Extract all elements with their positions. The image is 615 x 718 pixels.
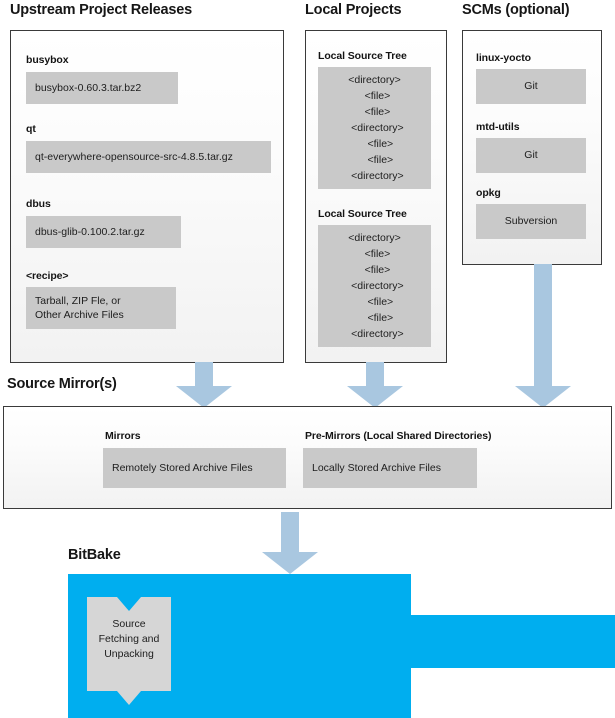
source-mirrors-value-pre-mirrors: Locally Stored Archive Files	[303, 448, 477, 488]
scms-group-label-mtd-utils: mtd-utils	[476, 121, 520, 133]
upstream-group-label-qt: qt	[26, 123, 36, 135]
local-source-tree-label-1: Local Source Tree	[318, 50, 407, 62]
source-mirrors-group-label-pre-mirrors: Pre-Mirrors (Local Shared Directories)	[305, 430, 492, 442]
tree-line: <file>	[355, 137, 394, 150]
upstream-value-busybox: busybox-0.60.3.tar.bz2	[26, 72, 178, 104]
tree-line: <file>	[355, 295, 394, 308]
tree-line: <directory>	[345, 327, 404, 340]
upstream-value-qt: qt-everywhere-opensource-src-4.8.5.tar.g…	[26, 141, 271, 173]
source-fetching-unpacking-box	[87, 597, 171, 705]
scms-value-mtd-utils: Git	[476, 138, 586, 173]
local-source-tree-box-2: <directory> <file> <file> <directory> <f…	[318, 225, 431, 347]
arrow-mirror-to-bitbake	[262, 512, 318, 574]
upstream-group-label-recipe: <recipe>	[26, 270, 69, 282]
tree-line: <file>	[358, 247, 391, 260]
tree-line: <directory>	[345, 169, 404, 182]
scms-section-title: SCMs (optional)	[462, 2, 570, 18]
arrow-local-projects-to-mirror	[347, 362, 403, 408]
upstream-value-dbus: dbus-glib-0.100.2.tar.gz	[26, 216, 181, 248]
upstream-value-recipe: Tarball, ZIP Fle, or Other Archive Files	[26, 287, 176, 329]
tree-line: <file>	[358, 263, 391, 276]
local-source-tree-box-1: <directory> <file> <file> <directory> <f…	[318, 67, 431, 189]
tree-line: <directory>	[345, 121, 404, 134]
tree-line: <directory>	[348, 232, 401, 244]
source-mirrors-section-title: Source Mirror(s)	[7, 376, 117, 392]
arrow-upstream-to-mirror	[176, 362, 232, 408]
scms-group-label-linux-yocto: linux-yocto	[476, 52, 531, 64]
tree-line: <directory>	[348, 74, 401, 86]
arrow-scms-to-mirror	[515, 264, 571, 408]
tree-line: <file>	[355, 311, 394, 324]
local-projects-section-title: Local Projects	[305, 2, 402, 18]
source-mirrors-value-mirrors: Remotely Stored Archive Files	[103, 448, 286, 488]
upstream-section-title: Upstream Project Releases	[10, 2, 192, 18]
scms-value-linux-yocto: Git	[476, 69, 586, 104]
tree-line: <file>	[358, 89, 391, 102]
source-fetching-unpacking-label: Source Fetching and Unpacking	[98, 618, 160, 661]
tree-line: <file>	[358, 105, 391, 118]
scms-value-opkg: Subversion	[476, 204, 586, 239]
upstream-group-label-busybox: busybox	[26, 54, 69, 66]
bitbake-block	[68, 574, 615, 718]
source-mirrors-group-label-mirrors: Mirrors	[105, 430, 141, 442]
tree-line: <file>	[355, 153, 394, 166]
bitbake-section-title: BitBake	[68, 547, 121, 563]
local-source-tree-label-2: Local Source Tree	[318, 208, 407, 220]
tree-line: <directory>	[345, 279, 404, 292]
upstream-group-label-dbus: dbus	[26, 198, 51, 210]
scms-group-label-opkg: opkg	[476, 187, 501, 199]
